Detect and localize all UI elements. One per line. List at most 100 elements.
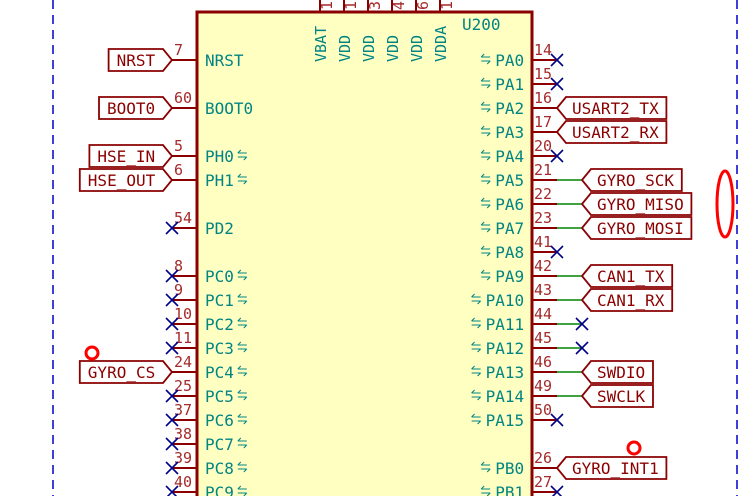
io-direction-icon: [471, 317, 481, 329]
io-direction-icon: [471, 293, 481, 305]
net-label-boot0-shape: [98, 96, 174, 120]
right-pin-name: PA6: [495, 195, 524, 214]
net-label-can1_rx-shape: [580, 288, 674, 312]
right-pin-name: PA13: [486, 363, 525, 382]
left-pin-number: 11: [174, 329, 192, 347]
power-pin-name: VDD: [336, 35, 354, 62]
left-pin-number: 39: [174, 449, 192, 467]
right-pin-number: 26: [534, 449, 552, 467]
net-label-can1_tx-shape: [580, 264, 674, 288]
power-pin-number: 4: [390, 1, 408, 10]
io-direction-icon: [480, 173, 491, 185]
io-direction-icon: [480, 245, 491, 257]
left-pin-number: 60: [174, 89, 192, 107]
right-pin-name: PA12: [486, 339, 525, 358]
io-direction-icon: [480, 197, 491, 209]
io-direction-icon: [480, 461, 491, 473]
net-label-hse_out-text: HSE_OUT: [88, 171, 156, 190]
net-label-gyro_cs-shape: [78, 360, 174, 384]
left-pin-number: 5: [174, 137, 183, 155]
right-pin-name: PA9: [495, 267, 524, 286]
power-pin-number: 3: [366, 1, 384, 10]
net-label-can1_rx-text: CAN1_RX: [597, 291, 665, 310]
net-label-hse_out-shape: [78, 168, 174, 192]
right-pin-name: PA2: [495, 99, 524, 118]
right-pin-number: 16: [534, 89, 552, 107]
no-connect-mark: [165, 389, 179, 403]
left-pin-number: 25: [174, 377, 192, 395]
left-pin-name: PC6: [205, 411, 234, 430]
io-direction-icon: [237, 389, 248, 401]
left-pin-name: PC3: [205, 339, 234, 358]
io-direction-icon: [237, 485, 248, 496]
no-connect-mark: [550, 485, 564, 496]
left-pin-name: PC0: [205, 267, 234, 286]
left-pin-name: PC7: [205, 435, 234, 454]
right-pin-name: PA8: [495, 243, 524, 262]
net-labels-layer: NRSTBOOT0HSE_INHSE_OUTGYRO_CSUSART2_TXUS…: [78, 48, 693, 480]
right-pin-number: 45: [534, 329, 552, 347]
left-pin-number: 37: [174, 401, 192, 419]
io-direction-icon: [480, 53, 491, 65]
power-pin-name: VDD: [384, 35, 402, 62]
right-pin-number: 14: [534, 41, 552, 59]
right-pin-name: PA5: [495, 171, 524, 190]
right-pin-number: 46: [534, 353, 552, 371]
io-direction-icon: [237, 341, 248, 353]
no-connect-mark: [550, 53, 564, 67]
io-direction-icon: [471, 413, 481, 425]
right-pin-name: PA7: [495, 219, 524, 238]
io-direction-icon: [480, 77, 491, 89]
io-direction-icon: [471, 389, 481, 401]
io-direction-icon: [480, 221, 491, 233]
right-pin-number: 21: [534, 161, 552, 179]
no-connect-mark: [165, 317, 179, 331]
io-direction-icon: [237, 149, 248, 161]
net-label-gyro_miso-text: GYRO_MISO: [597, 195, 684, 214]
net-label-hse_in-shape: [88, 144, 174, 168]
right-pin-name: PA11: [486, 315, 525, 334]
left-pin-number: 8: [174, 257, 183, 275]
net-label-swclk-shape: [580, 384, 654, 408]
no-connect-mark: [165, 413, 179, 427]
left-pin-number: 24: [174, 353, 192, 371]
net-label-gyro_mosi-shape: [580, 216, 693, 240]
left-pin-number: 9: [174, 281, 183, 299]
power-pin-number: 6: [414, 1, 432, 10]
left-pin-name: PC1: [205, 291, 234, 310]
net-label-gyro_int1-text: GYRO_INT1: [572, 459, 659, 478]
power-pin-name: VDDA: [432, 26, 450, 62]
right-pin-number: 15: [534, 65, 552, 83]
right-pin-name: PA4: [495, 147, 524, 166]
right-pin-name: PA15: [486, 411, 525, 430]
right-pin-number: 50: [534, 401, 552, 419]
annotations-layer: [84, 169, 735, 456]
right-pin-number: 44: [534, 305, 552, 323]
io-direction-icon: [237, 173, 248, 185]
net-label-nrst-shape: [107, 48, 174, 72]
right-pin-number: 43: [534, 281, 552, 299]
right-pin-name: PB0: [495, 459, 524, 478]
no-connect-mark: [575, 341, 589, 355]
net-label-usart2_tx-text: USART2_TX: [572, 99, 659, 118]
io-direction-icon: [237, 365, 248, 377]
left-pin-name: PH1: [205, 171, 234, 190]
left-pin-name: PC4: [205, 363, 234, 382]
right-pin-number: 42: [534, 257, 552, 275]
power-pin-name: VDD: [408, 35, 426, 62]
power-pin-number: 1: [318, 1, 336, 10]
net-label-gyro_sck-shape: [580, 168, 683, 192]
no-connect-mark: [550, 413, 564, 427]
left-pin-number: 38: [174, 425, 192, 443]
left-pin-name: PC8: [205, 459, 234, 478]
right-pin-name: PB1: [495, 483, 524, 496]
left-pin-name: NRST: [205, 51, 244, 70]
io-direction-icon: [480, 269, 491, 281]
left-pin-number: 54: [174, 209, 192, 227]
right-pin-name: PA1: [495, 75, 524, 94]
no-connect-mark: [165, 437, 179, 451]
left-pin-name: PC5: [205, 387, 234, 406]
no-connect-mark: [165, 485, 179, 496]
right-pin-number: 41: [534, 233, 552, 251]
